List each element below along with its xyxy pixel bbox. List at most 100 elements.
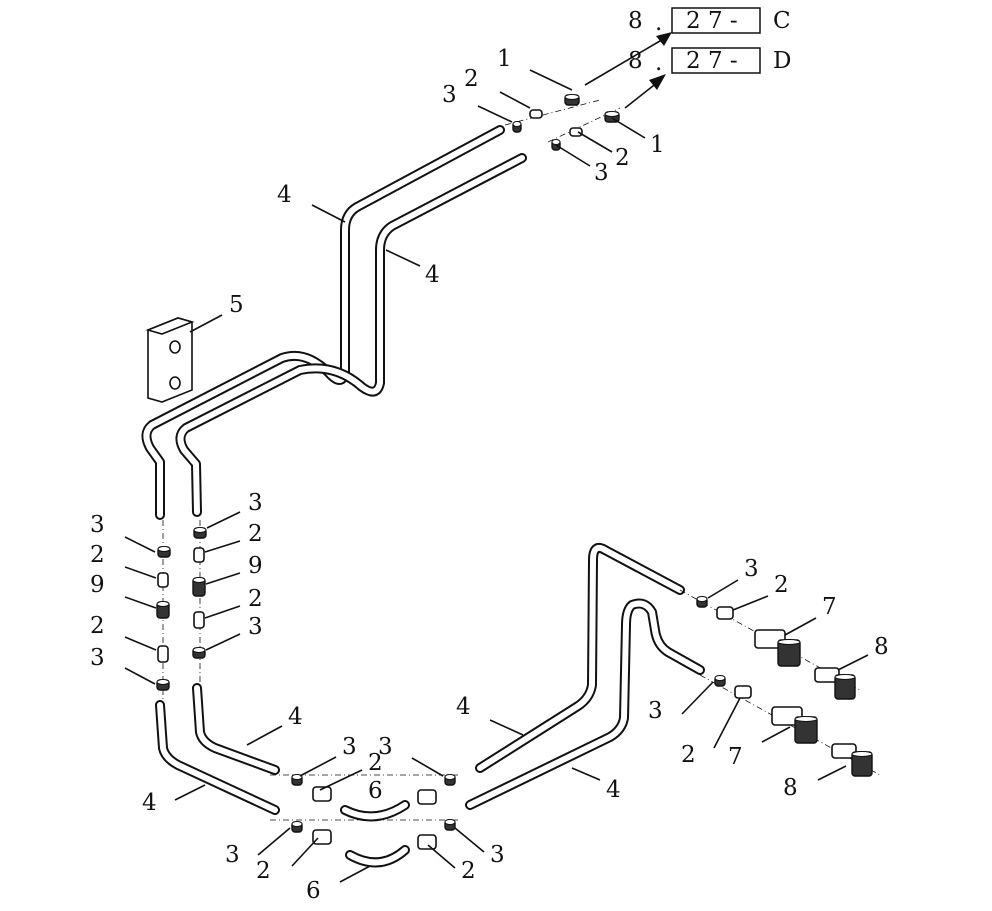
leader-line [577,131,613,153]
ref-suffix: C [773,8,791,34]
ref-box [671,47,761,74]
callout-label: 2 [615,145,630,171]
callout-label: 3 [90,645,105,671]
leader-line [124,536,156,553]
bracket-5 [145,317,195,403]
leader-line [385,249,421,267]
reference-8-27-d[interactable]: 8 . 2 7 - D [628,47,791,76]
tubes [141,125,705,868]
callout-label: 2 [248,586,263,612]
callout-label: 3 [490,842,505,868]
fitting [716,606,734,620]
callout-label: 3 [248,614,263,640]
callout-label: 4 [288,704,303,730]
tube [155,700,280,815]
fitting [193,547,205,563]
callout-label: 5 [229,292,244,318]
callout-label: 1 [650,132,665,158]
leader-line [761,726,791,743]
fitting [312,829,332,845]
fitting [569,127,583,137]
fitting [193,611,205,629]
callout-label: 2 [256,858,271,884]
callout-label: 3 [248,490,263,516]
leader-line [124,566,157,579]
leader-line [837,654,869,671]
fitting [417,789,437,805]
callout-label: 7 [728,744,743,770]
leader-line [732,595,769,611]
ref-section: 2 7 - [686,8,738,34]
callout-label: 4 [456,694,471,720]
callout-label: 2 [681,742,696,768]
arrows [584,32,672,109]
callout-label: 3 [744,556,759,582]
ref-page: 8 [628,48,643,74]
leader-line [489,719,524,736]
leader-line [206,511,241,529]
callout-label: 9 [90,572,105,598]
callout-label: 1 [497,46,512,72]
callout-label: 4 [425,262,440,288]
leader-line [571,767,601,781]
callout-label: 2 [461,858,476,884]
callout-label: 9 [248,553,263,579]
ref-suffix: D [773,48,791,74]
leader-line [784,617,817,636]
ref-dot: . [655,10,662,36]
leader-line [124,596,157,609]
leader-line [205,633,241,651]
leader-line [246,725,283,746]
callout-label: 3 [378,734,393,760]
fitting [831,743,857,759]
leader-line [204,540,241,553]
leader-line [189,314,223,333]
leader-line [319,769,363,791]
reference-8-27-c[interactable]: 8 . 2 7 - C [628,7,791,36]
leader-line [817,765,847,781]
leader-line [611,117,646,139]
leader-line [257,827,291,856]
fitting [417,834,437,850]
callout-label: 8 [874,634,889,660]
leader-line [174,784,206,801]
callout-label: 8 [783,775,798,801]
fitting [157,572,169,588]
leader-line [529,69,573,91]
leader-line [311,204,346,223]
ref-box [671,7,761,34]
callout-label: 4 [142,790,157,816]
leader-line [339,865,371,883]
ref-page: 8 [628,8,643,34]
leader-line [205,572,241,585]
ref-section: 2 7 - [686,48,738,74]
callout-label: 3 [225,842,240,868]
fittings [156,94,881,850]
callout-label: 4 [606,777,621,803]
leader-line [681,681,714,715]
leader-line [707,579,739,599]
callout-label: 3 [594,160,609,186]
leader-line [204,605,241,619]
tube [141,125,505,520]
callout-label: 2 [90,542,105,568]
callout-label: 3 [90,512,105,538]
callout-label: 2 [774,572,789,598]
leader-lines [124,69,869,883]
callout-label: 4 [277,182,292,208]
ref-dot: . [655,50,662,76]
leader-line [124,636,157,651]
leader-line [555,144,591,167]
leader-line [477,105,513,123]
callout-label: 2 [368,750,383,776]
leader-line [411,757,444,777]
leader-line [291,837,319,867]
fitting [312,786,332,802]
leader-line [124,667,156,685]
leader-line [454,827,485,853]
callout-label: 2 [248,521,263,547]
leader-line [713,697,741,749]
fitting [157,645,169,663]
